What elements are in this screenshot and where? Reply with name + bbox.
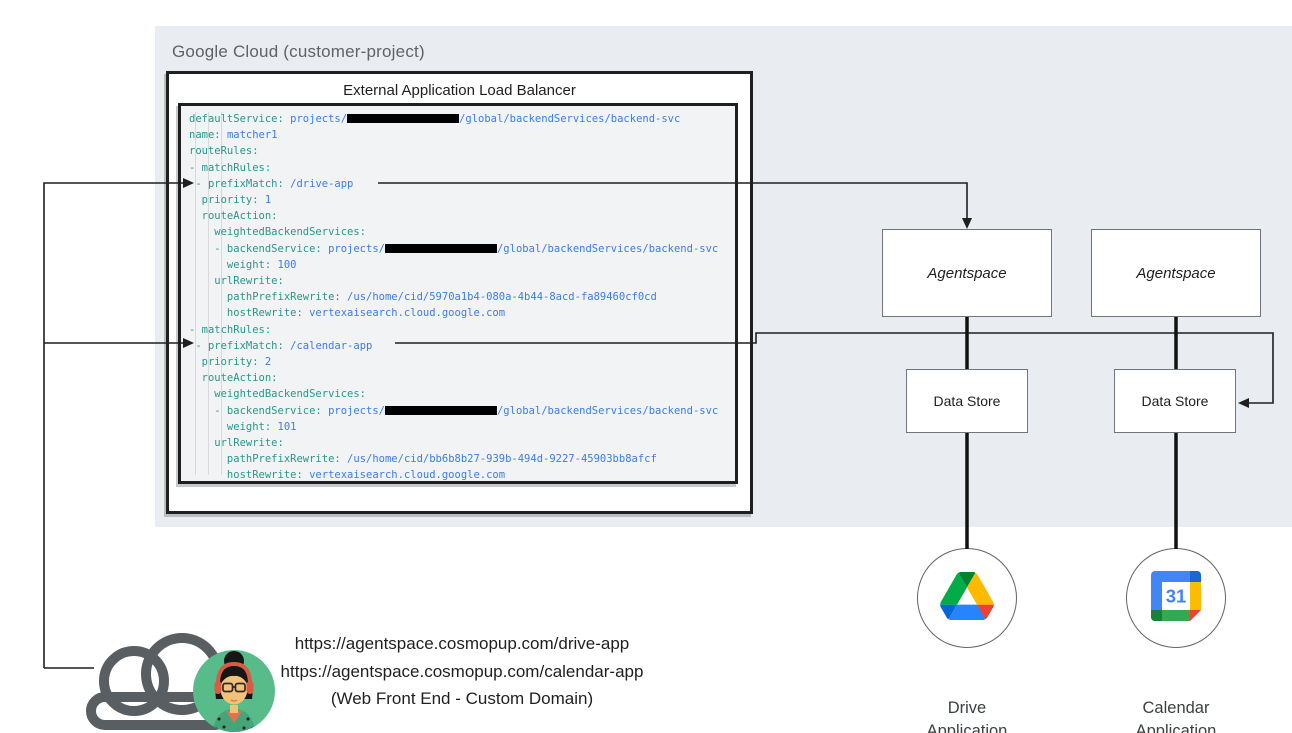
google-calendar-icon: 31 xyxy=(1151,570,1201,626)
calendar-app-label: Calendar Application xyxy=(1135,699,1217,733)
user-avatar xyxy=(192,649,276,733)
code-line: priority: 2 xyxy=(189,356,272,369)
code-line: hostRewrite: vertexaisearch.cloud.google… xyxy=(189,469,506,482)
code-line: - prefixMatch: /calendar-app xyxy=(189,339,373,352)
agentspace-label: Agentspace xyxy=(1136,264,1216,282)
data-store-box-2: Data Store xyxy=(1114,369,1236,433)
frontend-urls: https://agentspace.cosmopup.com/drive-ap… xyxy=(250,630,674,713)
code-line: routeAction: xyxy=(189,372,278,385)
indent-guide xyxy=(208,112,209,475)
drive-app-label: Drive Application xyxy=(926,699,1008,733)
drive-app-circle xyxy=(917,548,1017,648)
agentspace-box-1: Agentspace xyxy=(882,229,1052,317)
code-line: pathPrefixRewrite: /us/home/cid/5970a1b4… xyxy=(189,291,657,304)
code-line: weightedBackendServices: xyxy=(189,226,367,239)
code-line: - backendService: projects//global/backe… xyxy=(189,242,719,255)
code-line: defaultService: projects//global/backend… xyxy=(189,113,681,125)
code-line: urlRewrite: xyxy=(189,437,284,450)
frontend-url-drive: https://agentspace.cosmopup.com/drive-ap… xyxy=(294,634,630,653)
code-line: pathPrefixRewrite: /us/home/cid/bb6b8b27… xyxy=(189,453,657,466)
redacted-project-id xyxy=(384,405,497,415)
svg-text:31: 31 xyxy=(1166,585,1187,606)
code-line: weight: 101 xyxy=(189,420,297,433)
google-drive-icon xyxy=(940,571,994,625)
code-line: hostRewrite: vertexaisearch.cloud.google… xyxy=(189,307,506,320)
data-store-box-1: Data Store xyxy=(906,369,1028,433)
calendar-app-circle: 31 xyxy=(1126,548,1226,648)
data-store-label: Data Store xyxy=(1141,393,1209,409)
indent-guide xyxy=(221,112,222,475)
code-line: - prefixMatch: /drive-app xyxy=(189,177,354,190)
code-line: - matchRules: xyxy=(189,323,272,336)
load-balancer-title: External Application Load Balancer xyxy=(343,82,576,99)
redacted-project-id xyxy=(347,114,460,123)
code-line: - backendService: projects//global/backe… xyxy=(189,404,719,417)
indent-guide xyxy=(195,112,196,475)
frontend-caption: (Web Front End - Custom Domain) xyxy=(330,689,594,708)
code-line: weight: 100 xyxy=(189,258,297,271)
url-map-code-block: defaultService: projects//global/backend… xyxy=(178,103,738,484)
code-line: weightedBackendServices: xyxy=(189,388,367,401)
frontend-url-calendar: https://agentspace.cosmopup.com/calendar… xyxy=(280,661,644,681)
redacted-project-id xyxy=(384,243,497,253)
code-line: name: matcher1 xyxy=(189,129,278,142)
code-line: routeRules: xyxy=(189,145,259,158)
code-line: urlRewrite: xyxy=(189,275,284,288)
google-cloud-project-title: Google Cloud (customer-project) xyxy=(172,42,425,61)
agentspace-box-2: Agentspace xyxy=(1091,229,1261,317)
code-line: routeAction: xyxy=(189,210,278,223)
code-line: - matchRules: xyxy=(189,161,272,174)
code-line: priority: 1 xyxy=(189,194,272,207)
data-store-label: Data Store xyxy=(933,393,1001,409)
agentspace-label: Agentspace xyxy=(927,264,1007,282)
